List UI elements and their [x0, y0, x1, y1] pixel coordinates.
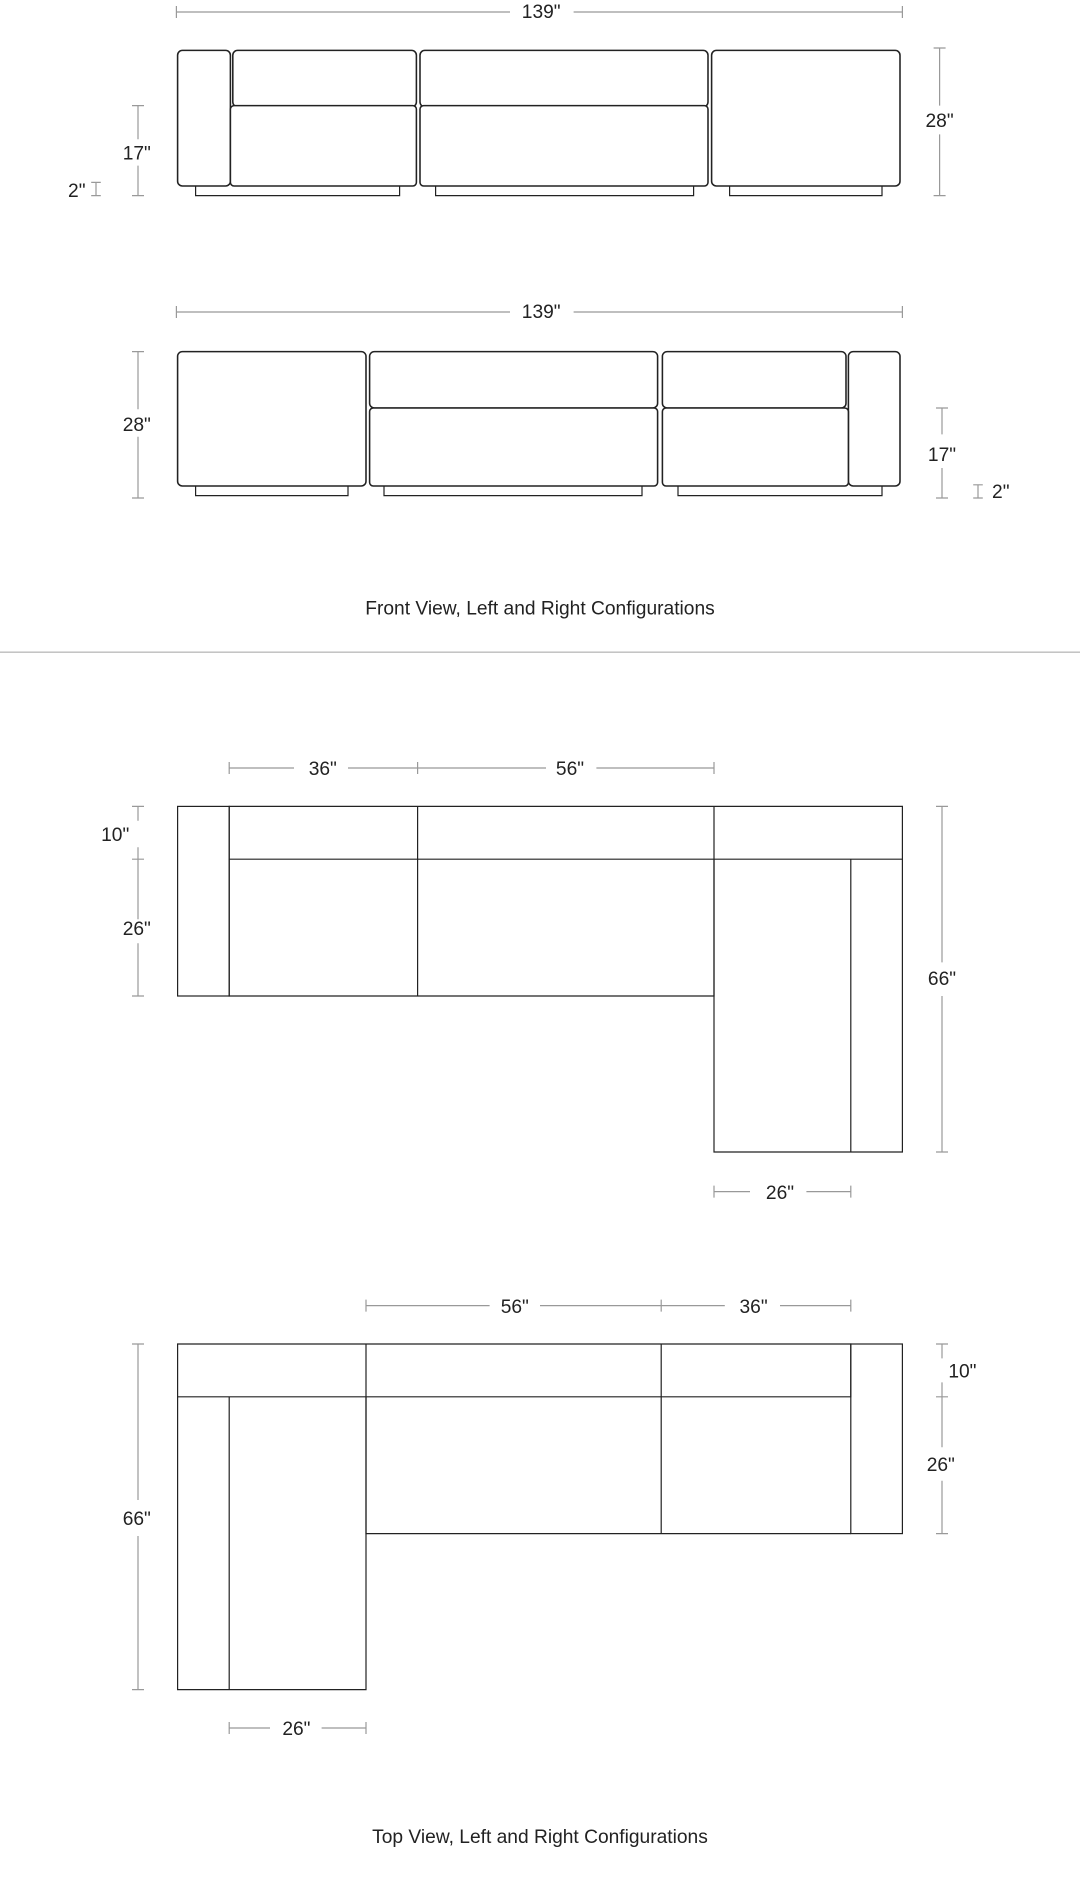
chaise-width-label: 26" [766, 1183, 794, 1204]
total-depth-label: 66" [928, 969, 956, 990]
back-cushion [232, 49, 418, 108]
back-cushions [228, 805, 903, 860]
height-label: 28" [926, 111, 954, 132]
width-label: 139" [522, 2, 561, 23]
right-arm [847, 350, 901, 487]
top-view-right-config: 56" 36" 66" 10" 26" 26" [123, 1297, 977, 1740]
seat-right-width-label: 36" [740, 1297, 768, 1318]
seat-height-label: 17" [123, 144, 151, 165]
back-cushion [419, 49, 709, 108]
width-dimension-line [175, 306, 903, 318]
seat-height-dimension-line [936, 407, 948, 499]
right-arm [850, 1343, 903, 1535]
seat-cushions [365, 1396, 851, 1535]
chaise [177, 1396, 367, 1691]
chaise-width-label: 26" [282, 1719, 310, 1740]
seat-cushions [228, 859, 715, 997]
leg-height-label: 2" [992, 482, 1009, 503]
leg-height-label: 2" [68, 181, 85, 202]
seat-middle-width-label: 56" [501, 1297, 529, 1318]
total-depth-dimension-line [132, 1343, 144, 1691]
left-arm [176, 49, 232, 187]
front-view-right-config: 139" 28" 17" 2" [123, 302, 1010, 503]
seat-depth-label: 26" [123, 919, 151, 940]
seat-width-dimension-lines [228, 762, 715, 774]
seat-cushion [368, 407, 659, 487]
back-cushions [177, 1343, 852, 1398]
depth-dimension-lines [132, 805, 144, 997]
height-label: 28" [123, 415, 151, 436]
seat-cushion [419, 104, 709, 187]
seat-cushion [229, 104, 418, 187]
front-view-caption: Front View, Left and Right Configuration… [365, 598, 715, 619]
front-view-left-config: 139" 28" 17" 2" [68, 2, 954, 202]
seat-middle-width-label: 56" [556, 759, 584, 780]
seat-height-dimension-line [132, 105, 144, 197]
seat-height-label: 17" [928, 445, 956, 466]
chaise [713, 859, 903, 1153]
back-cushion [368, 350, 659, 409]
left-arm [177, 805, 230, 997]
leg-height-dimension-line [91, 181, 101, 197]
base [195, 486, 883, 497]
leg-height-dimension-line [973, 484, 983, 499]
chaise-block [710, 49, 901, 187]
total-depth-label: 66" [123, 1509, 151, 1530]
total-depth-dimension-line [936, 805, 948, 1153]
height-dimension-line [132, 351, 144, 499]
chaise-block [176, 350, 367, 487]
base [195, 186, 883, 197]
back-depth-label: 10" [948, 1362, 976, 1383]
height-dimension-line [933, 47, 946, 197]
seat-cushion [661, 407, 850, 487]
seat-left-width-label: 36" [309, 759, 337, 780]
top-view-left-config: 36" 56" 10" 26" 66" 26" [101, 759, 956, 1204]
chaise-width-dimension-line [713, 1185, 852, 1198]
seat-width-dimension-lines [365, 1299, 852, 1312]
back-depth-label: 10" [101, 825, 129, 846]
width-label: 139" [522, 302, 561, 323]
back-cushion [661, 350, 847, 409]
chaise-width-dimension-line [228, 1722, 367, 1734]
width-dimension-line [175, 6, 903, 18]
seat-depth-label: 26" [927, 1455, 955, 1476]
depth-dimension-lines [936, 1343, 948, 1535]
top-view-caption: Top View, Left and Right Configurations [372, 1827, 708, 1848]
